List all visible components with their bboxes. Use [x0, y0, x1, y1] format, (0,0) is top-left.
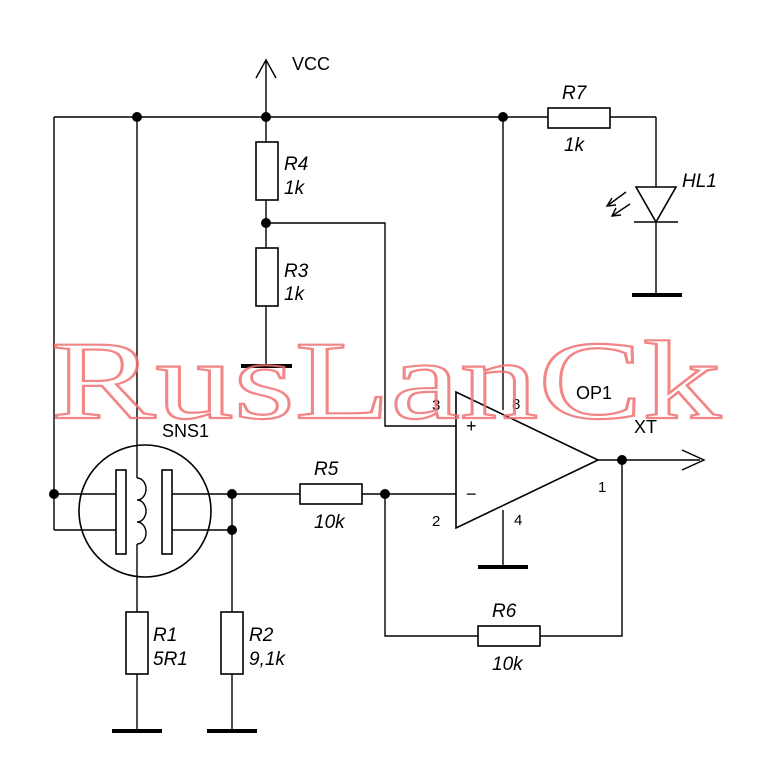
opamp-op1 [455, 390, 600, 530]
sensor-sns1 [78, 444, 212, 578]
r6-ref: R6 [492, 601, 517, 622]
r6-value: 10k [492, 654, 524, 675]
r7-ref: R7 [562, 83, 588, 104]
r2-value: 9,1k [249, 649, 286, 670]
r4-ref: R4 [284, 154, 308, 175]
resistor-r2 [220, 611, 244, 675]
pin-2-label: 2 [432, 513, 440, 530]
r2-ref: R2 [249, 625, 274, 646]
led-ref: HL1 [682, 171, 717, 192]
r7-value: 1k [564, 135, 586, 156]
junction-dots [49, 112, 627, 535]
resistor-r5 [299, 483, 363, 505]
r5-value: 10k [314, 512, 346, 533]
r3-ref: R3 [284, 261, 309, 282]
resistor-r3 [255, 247, 279, 307]
pin-4-label: 4 [514, 512, 522, 529]
pin-3-label: 3 [432, 397, 440, 414]
opamp-ref: OP1 [576, 383, 612, 403]
wires [53, 58, 706, 730]
resistor-r4 [255, 141, 279, 201]
output-label: XT [634, 417, 657, 437]
sensor-ref: SNS1 [162, 421, 209, 441]
r5-ref: R5 [314, 459, 339, 480]
pin-8-label: 8 [512, 396, 520, 413]
vcc-label: VCC [292, 54, 330, 74]
led-hl1 [605, 186, 678, 224]
watermark-logo: RusLanCk [51, 319, 721, 443]
resistor-r6 [477, 625, 541, 647]
ground-symbols [112, 293, 682, 733]
r3-value: 1k [284, 284, 306, 305]
resistor-r1 [125, 611, 149, 675]
opamp-plus-sign: + [466, 416, 477, 436]
r1-ref: R1 [153, 625, 177, 646]
pin-1-label: 1 [598, 479, 606, 496]
opamp-minus-sign: − [466, 484, 477, 504]
r4-value: 1k [284, 178, 306, 199]
resistor-r7 [547, 107, 611, 129]
r1-value: 5R1 [153, 649, 188, 670]
